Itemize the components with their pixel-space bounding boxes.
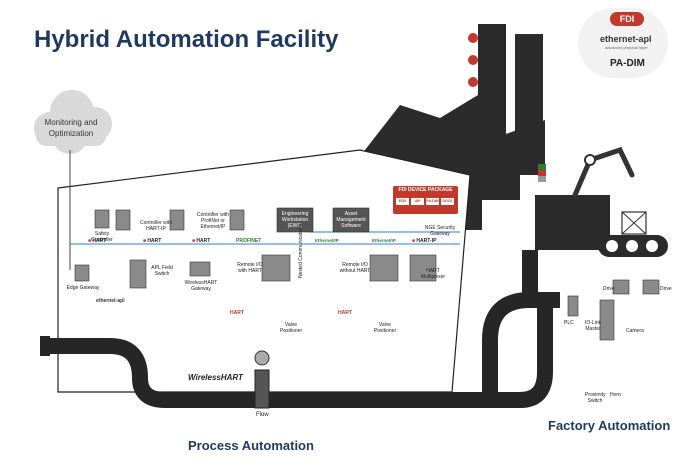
label-remote-io-hart: Remote I/O with HART [237, 262, 263, 274]
label-proximity-switch: Proximity Switch [585, 392, 606, 404]
robot-arm [572, 146, 635, 198]
label-nge-gateway: NGE Security Gateway [424, 225, 456, 237]
pipe-end [40, 336, 50, 356]
label-engineering-workstation: Engineering Workstation (EWS) [281, 211, 309, 229]
ethernet-ip-label-2: Ethernet/IP [372, 238, 396, 243]
label-asset-management: Asset Management Software [336, 211, 366, 229]
fdi-logo: FDI [610, 12, 644, 26]
wirelesshart-label: WirelessHART [188, 373, 243, 382]
ethernet-ip-label-1: Ethernet/IP [315, 238, 339, 243]
label-flow: Flow [256, 412, 269, 418]
label-safety-controller: Safety Controller [91, 231, 113, 243]
ethernet-apl-logo: ethernet-apl [600, 34, 652, 44]
section-process-automation: Process Automation [188, 438, 314, 453]
label-camera: Camera [626, 328, 644, 334]
profinet-label: PROFINET [236, 238, 262, 244]
factory-machine [535, 195, 610, 250]
label-drive-2: Drive [660, 286, 672, 292]
cloud-icon [34, 90, 112, 154]
label-remote-io-without-hart: Remote I/O without HART [339, 262, 371, 274]
label-plc: PLC [564, 320, 574, 326]
hart-label-3: ■ HART [192, 238, 211, 244]
hart-ip-label: ■ HART-IP [412, 238, 437, 244]
page-title: Hybrid Automation Facility [34, 26, 339, 53]
hart-label-5: HART [338, 310, 352, 316]
hart-label-1: ■ HART [88, 238, 107, 244]
stack-light [538, 164, 546, 182]
package-cell-uip: UIP [411, 198, 424, 205]
label-controller-hart-ip: Controller with HART-IP [140, 220, 172, 232]
label-nested-communications: Nested Communications [298, 223, 304, 278]
label-io-link-master: IO-Link Master [584, 320, 602, 332]
package-cell-padim: PA-DIM [426, 198, 439, 205]
cloud-label: Monitoring and Optimization [44, 118, 98, 138]
label-valve-positioner-2: Valve Positioner [373, 322, 397, 334]
hart-label-2: ■ HART [143, 238, 162, 244]
pa-dim-logo: PA-DIM [610, 58, 645, 69]
process-pipe [42, 250, 560, 408]
label-horn: Horn [610, 392, 621, 398]
chimney-gauges [468, 33, 478, 87]
section-factory-automation: Factory Automation [548, 418, 671, 433]
robot-joint [584, 154, 596, 166]
chimney-left [478, 24, 506, 144]
ethernet-apl-inline-logo: ethernet-apl [96, 298, 125, 304]
package-cell-docs: DOCS [441, 198, 454, 205]
label-hart-multiplexer: HART Multiplexer [420, 268, 446, 280]
device-icons [74, 207, 660, 341]
label-controller-profinet: Controller with ProfiNet or Ethernet/IP [197, 212, 229, 230]
hart-label-4: HART [230, 310, 244, 316]
flow-meter [254, 350, 270, 409]
label-edge-gateway: Edge Gateway [66, 285, 100, 291]
label-wirelesshart-gateway: WirelessHART Gateway [184, 280, 218, 292]
label-apl-field-switch: APL Field Switch [151, 265, 173, 277]
package-cell-edd: EDD [396, 198, 409, 205]
label-valve-positioner-1: Valve Positioner [279, 322, 303, 334]
ethernet-apl-subtitle: advanced physical layer [605, 45, 648, 50]
conveyor [598, 211, 668, 257]
label-drive-1: Drive [603, 286, 615, 292]
fdi-package-title: FDI DEVICE PACKAGE [398, 187, 453, 193]
